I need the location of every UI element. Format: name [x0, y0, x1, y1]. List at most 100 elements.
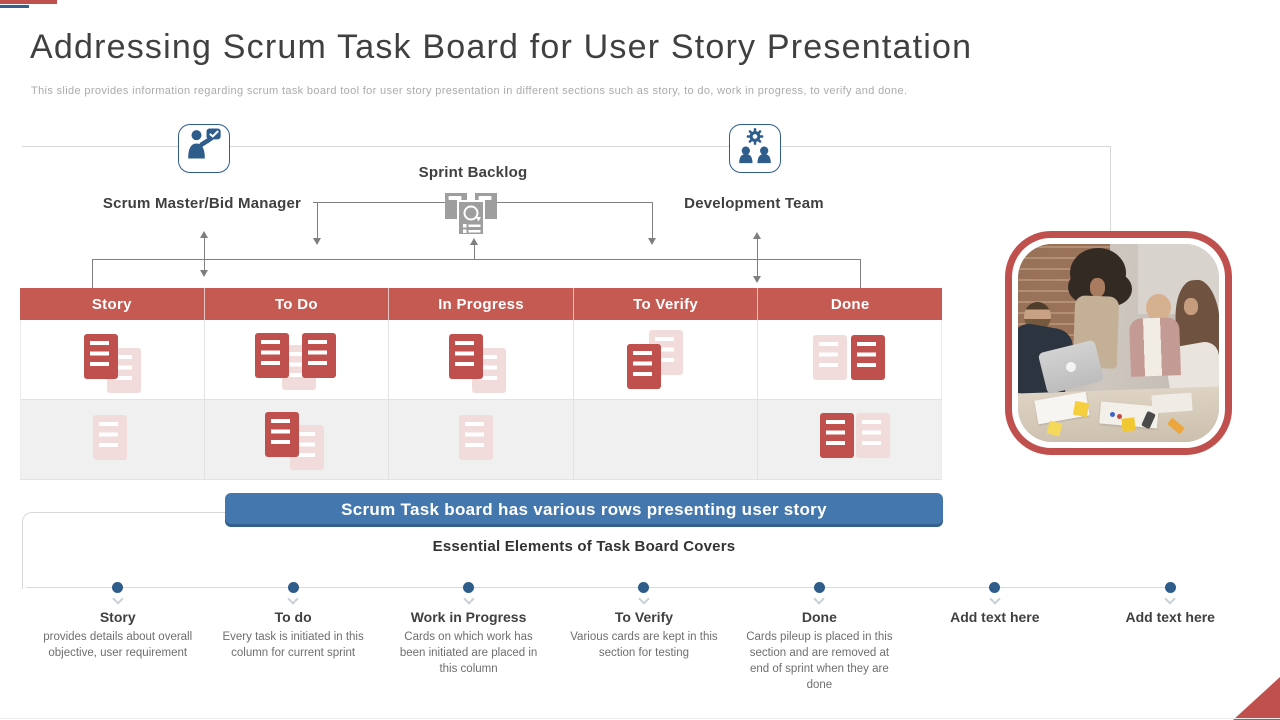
- arrowhead-down-icon: [313, 238, 321, 245]
- timeline-item-title[interactable]: Add text here: [950, 609, 1040, 625]
- timeline-dot-icon: [813, 582, 825, 593]
- board-column-header: To Do: [203, 288, 389, 320]
- page-title: Addressing Scrum Task Board for User Sto…: [30, 28, 973, 66]
- task-cards-icon: [442, 185, 502, 237]
- board-row: [20, 400, 942, 480]
- arrowhead-down-icon: [200, 270, 208, 277]
- timeline-item: Story provides details about overall obje…: [30, 582, 205, 693]
- connector-line: [860, 259, 861, 288]
- timeline-item-title: To Verify: [614, 609, 674, 625]
- connector-line: [317, 202, 318, 238]
- document-icon: [819, 413, 854, 458]
- task-board-body: [20, 320, 942, 480]
- development-team-label: Development Team: [684, 195, 824, 212]
- essential-heading: Essential Elements of Task Board Covers: [432, 538, 736, 555]
- timeline-item: Add text here: [1083, 582, 1258, 693]
- bottom-edge-line: [0, 718, 1280, 719]
- chevron-down-icon: [989, 593, 1001, 605]
- arrowhead-up-icon: [200, 231, 208, 238]
- document-icon: [449, 334, 484, 379]
- connector-line: [652, 202, 653, 238]
- timeline-dot-icon: [1164, 582, 1176, 593]
- board-cell: [388, 400, 572, 479]
- timeline-axis: [26, 587, 1171, 588]
- timeline-dot-icon: [989, 582, 1001, 593]
- document-icon-faded: [812, 335, 847, 380]
- timeline-item-description: Every task is initiated in this column f…: [222, 631, 364, 659]
- document-icon: [265, 412, 300, 457]
- board-cell: [21, 400, 204, 479]
- scrum-master-label: Scrum Master/Bid Manager: [102, 195, 302, 212]
- arrowhead-down-icon: [648, 238, 656, 245]
- timeline-item-title: To do: [274, 609, 312, 625]
- banner: Scrum Task board has various rows presen…: [225, 493, 943, 527]
- document-icon: [626, 344, 661, 389]
- arrowhead-down-icon: [753, 276, 761, 283]
- board-cell: [388, 320, 572, 399]
- board-cell: [21, 320, 204, 399]
- essential-section-outline: [22, 512, 227, 589]
- document-icon-faded: [459, 415, 494, 460]
- board-cell: [572, 400, 757, 479]
- timeline-item-title: Done: [801, 609, 837, 625]
- connector-line: [757, 239, 758, 276]
- chevron-down-icon: [462, 593, 475, 605]
- connector-line: [204, 238, 205, 270]
- timeline-item-title: Story: [99, 609, 136, 625]
- board-cell: [756, 320, 941, 399]
- document-icon: [84, 334, 118, 379]
- board-column-header: Done: [757, 288, 942, 320]
- frame-line-top: [22, 146, 1110, 147]
- timeline-dot-icon: [287, 582, 299, 593]
- arrowhead-up-icon: [470, 238, 478, 245]
- board-cell: [204, 320, 388, 399]
- team-photo-illustration: [1018, 244, 1219, 442]
- scrum-master-icon-box: [178, 124, 230, 173]
- corner-accent-bar-red: [0, 0, 57, 4]
- timeline-dot-icon: [112, 582, 124, 593]
- timeline-item-title[interactable]: Add text here: [1125, 609, 1215, 625]
- chevron-down-icon: [287, 593, 299, 605]
- board-column-header: To Verify: [572, 288, 758, 320]
- timeline-item-description: Various cards are kept in this section f…: [570, 631, 718, 659]
- board-cell: [204, 400, 388, 479]
- document-icon-faded: [855, 413, 890, 458]
- timeline-dot-icon: [638, 582, 650, 593]
- timeline-item-description: Cards on which work has been initiated a…: [399, 631, 538, 675]
- team-photo: [1005, 231, 1232, 455]
- chevron-down-icon: [1164, 593, 1176, 605]
- connector-line: [474, 245, 475, 259]
- chevron-down-icon: [638, 593, 650, 605]
- corner-accent-bar-blue: [0, 5, 29, 8]
- arrowhead-up-icon: [753, 232, 761, 239]
- timeline-dot-icon: [463, 582, 475, 593]
- chevron-down-icon: [813, 593, 826, 605]
- connector-line: [92, 259, 860, 260]
- document-icon: [302, 333, 337, 378]
- development-team-icon-box: [729, 124, 781, 173]
- board-column-header: In Progress: [388, 288, 573, 320]
- board-column-header: Story: [91, 295, 132, 313]
- gear-two-people-icon: [735, 127, 775, 171]
- document-icon: [850, 335, 885, 380]
- timeline-items: Story provides details about overall obje…: [30, 582, 1258, 693]
- page-subtitle: This slide provides information regardin…: [31, 85, 908, 97]
- sprint-backlog-label: Sprint Backlog: [418, 164, 528, 181]
- document-icon: [255, 333, 290, 378]
- board-cell: [572, 320, 757, 399]
- frame-line-photo-drop: [1110, 146, 1111, 231]
- document-icon-faded: [93, 415, 127, 460]
- timeline-item-description: provides details about overall objective…: [43, 631, 193, 659]
- timeline-item: Add text here: [907, 582, 1082, 693]
- connector-line: [92, 259, 93, 288]
- timeline-item-description: Cards pileup is placed in this section a…: [746, 631, 893, 691]
- chevron-down-icon: [112, 593, 124, 605]
- person-check-bubble-icon: [184, 127, 224, 170]
- board-row: [20, 320, 942, 400]
- timeline-item: To do Every task is initiated in this col…: [205, 582, 380, 693]
